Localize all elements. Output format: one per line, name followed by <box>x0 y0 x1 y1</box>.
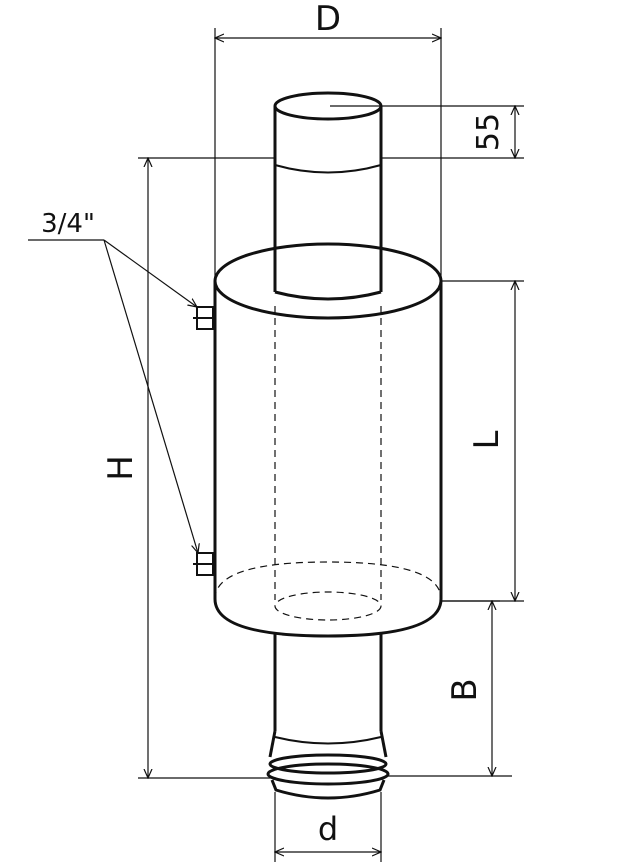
label-B: B <box>445 678 485 701</box>
tank-body <box>213 242 443 638</box>
label-d: d <box>318 810 338 848</box>
upper-fitting <box>193 306 214 330</box>
dimension-d <box>275 792 381 862</box>
fitting-leader <box>28 239 198 553</box>
bottom-pipe <box>266 634 390 800</box>
dimension-H <box>138 158 276 778</box>
label-L: L <box>467 430 507 449</box>
dimension-55 <box>330 106 524 158</box>
top-pipe <box>273 91 383 301</box>
dimension-D <box>215 28 441 282</box>
label-H: H <box>101 455 141 481</box>
lower-fitting <box>193 552 214 576</box>
label-D: D <box>315 0 341 39</box>
label-fitting-size: 3/4" <box>41 209 95 239</box>
dimension-B <box>386 601 512 776</box>
label-55: 55 <box>471 113 506 151</box>
